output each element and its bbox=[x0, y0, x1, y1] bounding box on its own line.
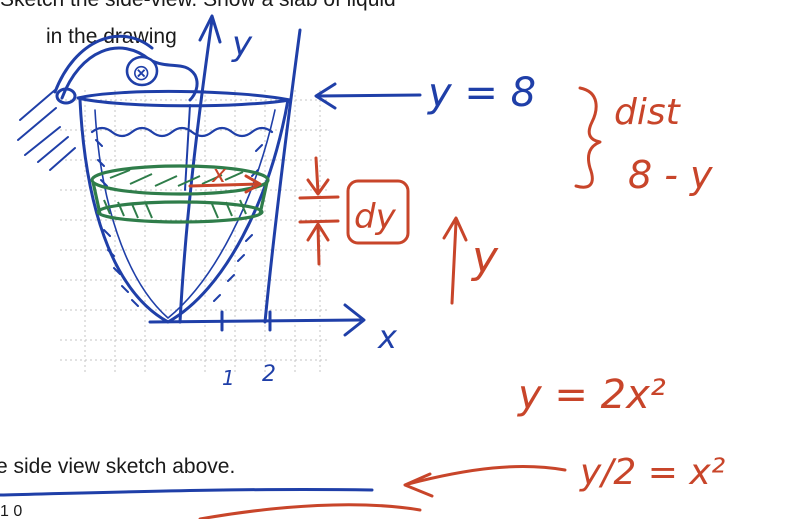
slab-side-hatch bbox=[103, 199, 247, 219]
printed-instruction-line-3: e side view sketch above. bbox=[0, 455, 236, 478]
liquid-surface bbox=[90, 126, 274, 138]
valve-icon bbox=[125, 55, 159, 87]
x-axis-arrow bbox=[343, 303, 366, 337]
height-label: y bbox=[470, 232, 499, 283]
liquid-left-hatch bbox=[95, 139, 139, 307]
slab-thickness-label: dy bbox=[354, 197, 397, 237]
height-arrow bbox=[442, 216, 468, 305]
x-tick-label-2: 2 bbox=[262, 362, 276, 387]
distance-brace bbox=[574, 86, 602, 189]
slab-left-edge bbox=[91, 181, 102, 215]
substitution-arrow bbox=[406, 464, 567, 486]
dy-up-arrow bbox=[306, 222, 330, 266]
slab-top bbox=[90, 164, 270, 196]
distance-value: 8 - y bbox=[628, 153, 713, 197]
slab-radius-arrow bbox=[188, 182, 260, 188]
top-level-arrow-head bbox=[314, 82, 337, 110]
outlet-pipe-outer bbox=[53, 34, 154, 94]
top-level-label: y = 8 bbox=[427, 70, 536, 116]
red-annotations bbox=[188, 86, 602, 519]
parabola-equation: y = 2x² bbox=[517, 372, 666, 418]
y-axis bbox=[178, 18, 214, 324]
dy-box bbox=[346, 179, 410, 245]
substitution-arrow-head bbox=[403, 472, 434, 498]
printed-instruction-line-4: 1 0 bbox=[0, 503, 23, 520]
outer-vertical-line bbox=[263, 28, 302, 324]
dy-line-top bbox=[298, 195, 340, 200]
distance-label: dist bbox=[614, 92, 682, 133]
blue-underline bbox=[0, 487, 374, 497]
wall-hatch bbox=[17, 89, 76, 171]
slab-radius-arrow-head bbox=[244, 174, 262, 194]
x-axis bbox=[148, 318, 362, 324]
top-level-arrow bbox=[316, 93, 422, 98]
bottom-curve bbox=[198, 503, 422, 519]
outlet-pipe bbox=[60, 46, 199, 102]
tank-rim bbox=[76, 89, 292, 108]
slab-top-hatch bbox=[109, 169, 244, 187]
liquid-slab bbox=[90, 164, 270, 224]
slab-right-edge bbox=[258, 181, 269, 215]
x-tick-label-1: 1 bbox=[222, 366, 235, 390]
pipe-end-cap bbox=[55, 87, 77, 105]
dy-down-arrow bbox=[306, 156, 330, 196]
y-axis-arrow bbox=[198, 14, 222, 44]
y-axis-label: y bbox=[231, 24, 253, 64]
slab-radius-label: x bbox=[211, 160, 227, 188]
slab-center-line bbox=[184, 104, 191, 191]
solved-equation: y/2 = x² bbox=[579, 452, 725, 493]
valve-symbol: ⊗ bbox=[132, 61, 150, 86]
printed-instruction-line-1: Sketch the side-view. Show a slab of liq… bbox=[0, 0, 396, 12]
x-axis-label: x bbox=[377, 318, 398, 356]
grid-paper bbox=[60, 90, 330, 375]
dy-line-bottom bbox=[298, 219, 340, 224]
